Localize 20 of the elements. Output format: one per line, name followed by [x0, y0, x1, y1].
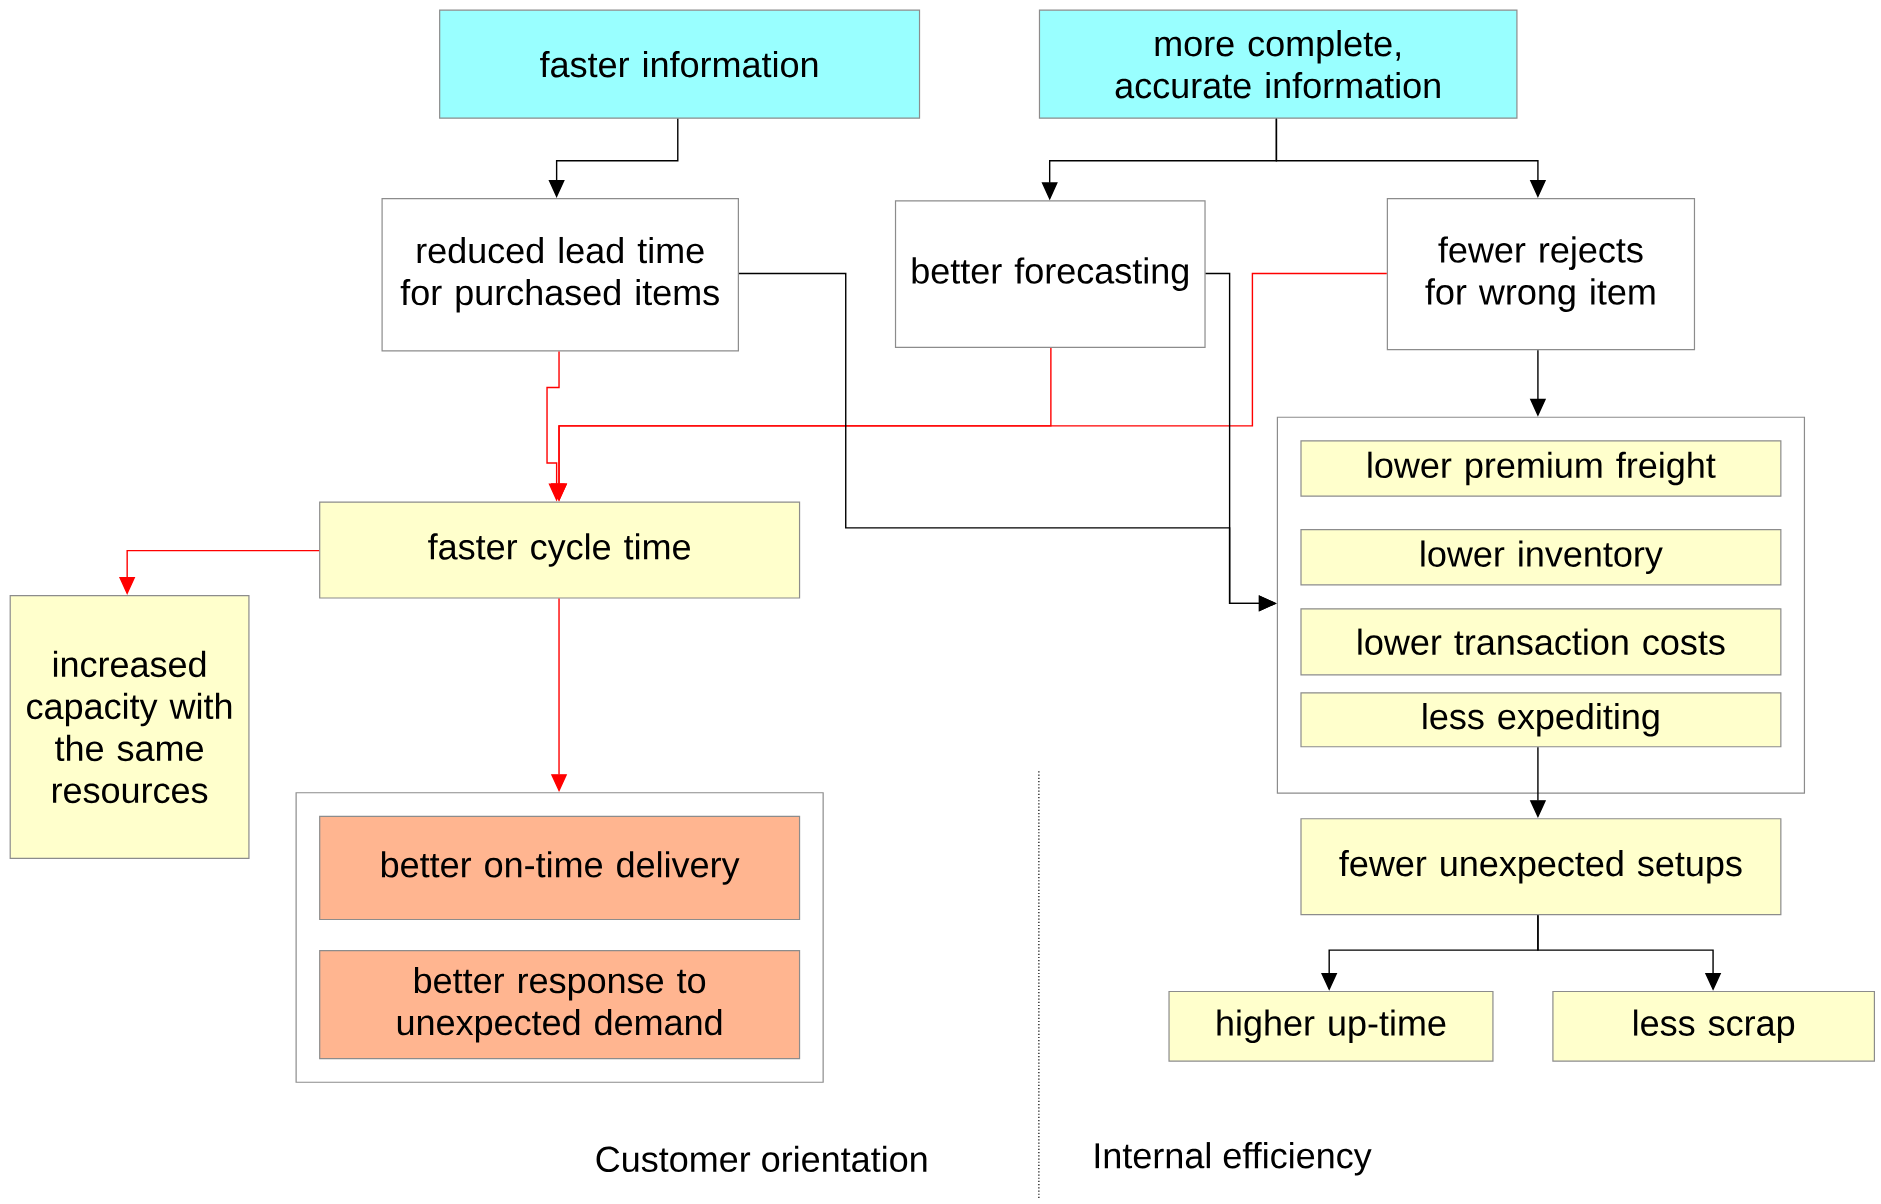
outcome-box: better response to unexpected demand: [319, 949, 801, 1060]
outcome-box: better on-time delivery: [319, 815, 801, 920]
effect-box: less expediting: [1300, 692, 1782, 748]
effect-box: lower premium freight: [1300, 440, 1782, 497]
group-frame: [1276, 416, 1806, 794]
effect-box: fewer rejects for wrong item: [1386, 197, 1696, 351]
section-label: Customer orientation: [596, 1145, 927, 1172]
effect-box: faster cycle time: [319, 501, 801, 599]
effect-box: lower transaction costs: [1300, 608, 1782, 676]
effect-box: less scrap: [1552, 990, 1875, 1062]
info-box: faster information: [439, 9, 921, 119]
effect-box: lower inventory: [1300, 528, 1782, 586]
effect-box: reduced lead time for purchased items: [381, 197, 739, 352]
group-frame: [295, 791, 824, 1083]
effect-box: fewer unexpected setups: [1300, 817, 1782, 916]
effect-box: better forecasting: [894, 200, 1206, 348]
section-label: Internal efficiency: [1095, 1141, 1372, 1176]
effect-box: higher up-time: [1168, 990, 1494, 1062]
info-box: more complete, accurate information: [1038, 9, 1518, 119]
effect-box: increased capacity with the same resources: [9, 594, 250, 859]
